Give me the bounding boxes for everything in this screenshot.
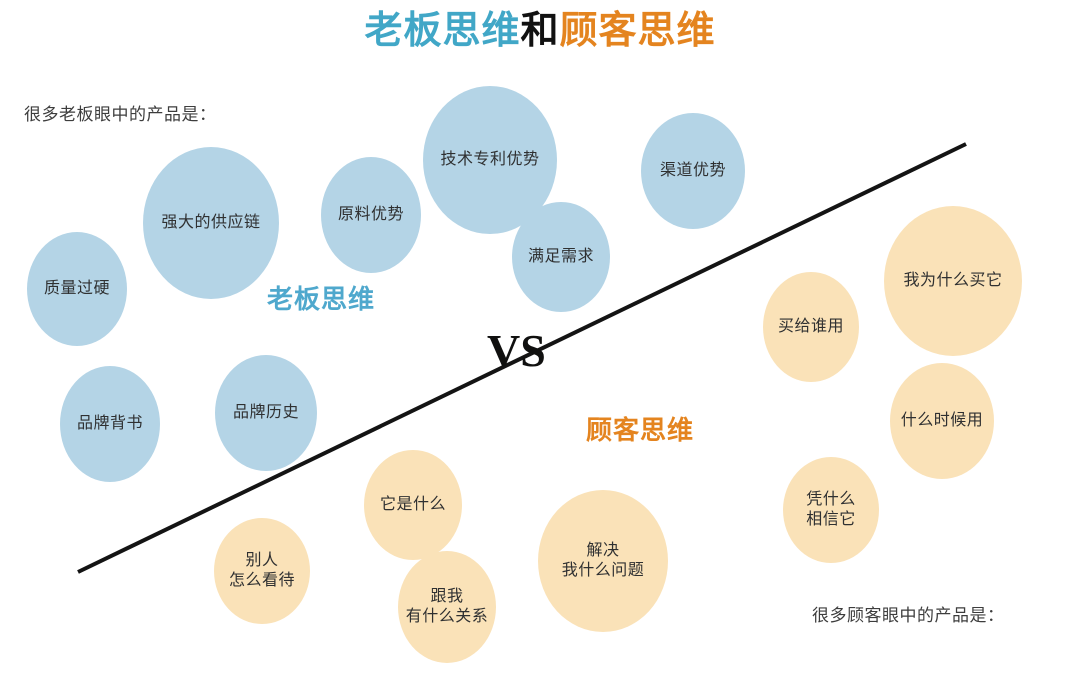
boss-bubble: 品牌历史: [215, 355, 317, 471]
bubble-label: 别人 怎么看待: [228, 551, 295, 589]
boss-side-label: 老板思维: [267, 284, 376, 314]
title-customer-segment: 顾客思维: [559, 10, 716, 52]
customer-caption: 很多顾客眼中的产品是：: [812, 606, 1005, 625]
bubble-label: 我为什么买它: [903, 271, 1003, 289]
customer-bubble: 它是什么: [364, 450, 462, 560]
boss-bubble: 原料优势: [321, 157, 421, 273]
bubble-label: 什么时候用: [900, 411, 984, 429]
page-title: 老板思维和顾客思维: [0, 8, 1080, 54]
boss-bubble: 渠道优势: [641, 113, 745, 229]
boss-caption: 很多老板眼中的产品是：: [24, 105, 217, 124]
bubble-label: 质量过硬: [43, 279, 110, 297]
bubble-label: 品牌背书: [76, 414, 143, 432]
bubble-label: 强大的供应链: [161, 213, 261, 231]
customer-bubble: 跟我 有什么关系: [398, 551, 496, 663]
customer-side-label: 顾客思维: [586, 415, 695, 445]
customer-bubble: 解决 我什么问题: [538, 490, 668, 632]
customer-bubble: 我为什么买它: [884, 206, 1022, 356]
bubble-label: 它是什么: [379, 495, 446, 513]
boss-bubble: 质量过硬: [27, 232, 127, 346]
boss-bubble: 强大的供应链: [143, 147, 279, 299]
bubble-label: 品牌历史: [232, 403, 299, 421]
title-boss-segment: 老板思维: [364, 10, 521, 52]
bubble-label: 跟我 有什么关系: [405, 587, 489, 625]
bubble-label: 渠道优势: [659, 161, 726, 179]
boss-bubble: 满足需求: [512, 202, 610, 312]
bubble-label: 原料优势: [337, 205, 404, 223]
bubble-label: 解决 我什么问题: [561, 541, 645, 579]
customer-bubble: 什么时候用: [890, 363, 994, 479]
customer-bubble: 凭什么 相信它: [783, 457, 879, 563]
versus-label: VS: [487, 325, 546, 376]
customer-bubble: 别人 怎么看待: [214, 518, 310, 624]
bubble-label: 买给谁用: [777, 317, 844, 335]
title-and-segment: 和: [520, 10, 560, 52]
boss-bubble: 品牌背书: [60, 366, 160, 482]
bubble-label: 满足需求: [527, 247, 594, 265]
customer-bubble: 买给谁用: [763, 272, 859, 382]
bubble-label: 技术专利优势: [440, 150, 540, 168]
bubble-label: 凭什么 相信它: [806, 490, 856, 528]
